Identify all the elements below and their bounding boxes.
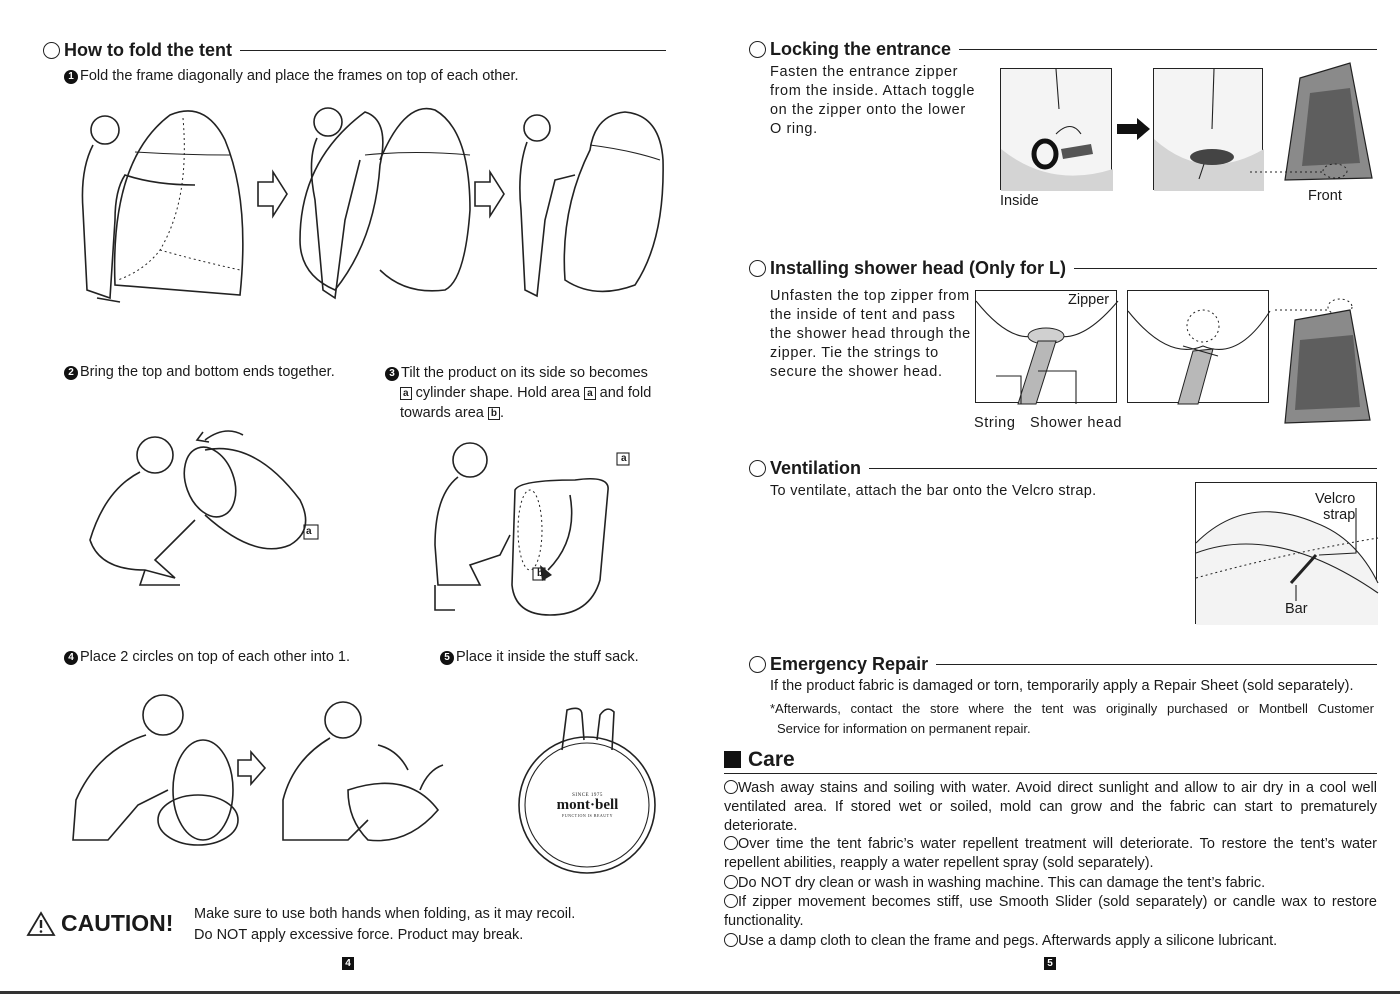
warning-triangle-icon (27, 911, 55, 937)
circle-bullet-icon (43, 42, 60, 59)
logo-tagline: FUNCTION IS BEAUTY (540, 813, 635, 818)
circle-bullet-icon (724, 894, 738, 908)
caution-label: CAUTION! (61, 910, 173, 937)
arrow-right-icon (1117, 118, 1151, 140)
area-a-tag: a (400, 387, 412, 400)
area-a-tag: a (584, 387, 596, 400)
repair-section-heading: Emergency Repair (749, 654, 1377, 675)
repair-title: Emergency Repair (770, 654, 928, 675)
heading-rule (936, 664, 1377, 665)
circle-bullet-icon (724, 875, 738, 889)
label-zipper: Zipper (1068, 292, 1109, 308)
montbell-logo: SINCE 1975 mont·bell FUNCTION IS BEAUTY (540, 793, 635, 818)
heading-rule (959, 49, 1377, 50)
label-string: String (974, 414, 1015, 433)
step4-illustration (68, 690, 458, 860)
heading-rule (1074, 268, 1377, 269)
label-front: Front (1308, 187, 1342, 206)
ventilation-section-heading: Ventilation (749, 458, 1377, 479)
step1-number: 1 (64, 70, 78, 84)
step5-number: 5 (440, 651, 454, 665)
step3-illustration (430, 435, 650, 615)
locking-after-image (1153, 68, 1263, 190)
care-item: Wash away stains and soiling with water.… (724, 779, 1377, 836)
label-velcro-strap: Velcro strap (1315, 491, 1355, 523)
label-a-right: a (621, 453, 627, 464)
circle-bullet-icon (724, 836, 738, 850)
shower-zipper-image (1127, 290, 1269, 403)
page-number-left: 4 (342, 957, 354, 970)
logo-brand: mont·bell (540, 798, 635, 813)
care-title: Care (748, 748, 795, 772)
label-b-right: b (537, 568, 543, 579)
care-item: Do NOT dry clean or wash in washing mach… (724, 874, 1377, 893)
care-item: Over time the tent fabric’s water repell… (724, 835, 1377, 873)
repair-note: *Afterwards, contact the store where the… (770, 699, 1374, 739)
tent-front-illustration (1280, 58, 1380, 188)
fold-title: How to fold the tent (64, 40, 232, 61)
ventilation-text: To ventilate, attach the bar onto the Ve… (770, 482, 1096, 501)
shower-title: Installing shower head (Only for L) (770, 258, 1066, 279)
label-inside: Inside (1000, 192, 1039, 211)
square-bullet-icon (724, 751, 741, 768)
step3-number: 3 (385, 367, 399, 381)
shower-section-heading: Installing shower head (Only for L) (749, 258, 1377, 279)
repair-text: If the product fabric is damaged or torn… (770, 677, 1354, 696)
locking-text: Fasten the entrance zipper from the insi… (770, 63, 975, 139)
step4-number: 4 (64, 651, 78, 665)
heading-rule (869, 468, 1377, 469)
care-heading: Care (724, 746, 1377, 774)
locking-title: Locking the entrance (770, 39, 951, 60)
circle-bullet-icon (749, 460, 766, 477)
circle-bullet-icon (724, 780, 738, 794)
caution-text: Make sure to use both hands when folding… (194, 904, 575, 946)
locking-inside-image (1000, 68, 1112, 190)
circle-bullet-icon (724, 933, 738, 947)
care-item: If zipper movement becomes stiff, use Sm… (724, 893, 1377, 931)
circle-bullet-icon (749, 656, 766, 673)
circle-bullet-icon (749, 41, 766, 58)
caution-label-block: CAUTION! (27, 910, 173, 937)
page-number-right: 5 (1044, 957, 1056, 970)
label-bar: Bar (1285, 601, 1308, 617)
area-b-tag: b (488, 407, 500, 420)
stuff-sack-illustration (512, 700, 662, 880)
fold-section-heading: How to fold the tent (43, 40, 666, 61)
care-item: Use a damp cloth to clean the frame and … (724, 932, 1377, 951)
tent-shower-illustration (1275, 295, 1385, 425)
circle-bullet-icon (749, 260, 766, 277)
locking-section-heading: Locking the entrance (749, 39, 1377, 60)
step2-illustration (85, 420, 345, 590)
heading-rule (240, 50, 666, 51)
step1-illustration (75, 100, 675, 310)
step2-number: 2 (64, 366, 78, 380)
label-shower-head: Shower head (1030, 414, 1122, 433)
ventilation-title: Ventilation (770, 458, 861, 479)
shower-text: Unfasten the top zipper from the inside … (770, 287, 971, 382)
label-a-left: a (306, 526, 312, 537)
